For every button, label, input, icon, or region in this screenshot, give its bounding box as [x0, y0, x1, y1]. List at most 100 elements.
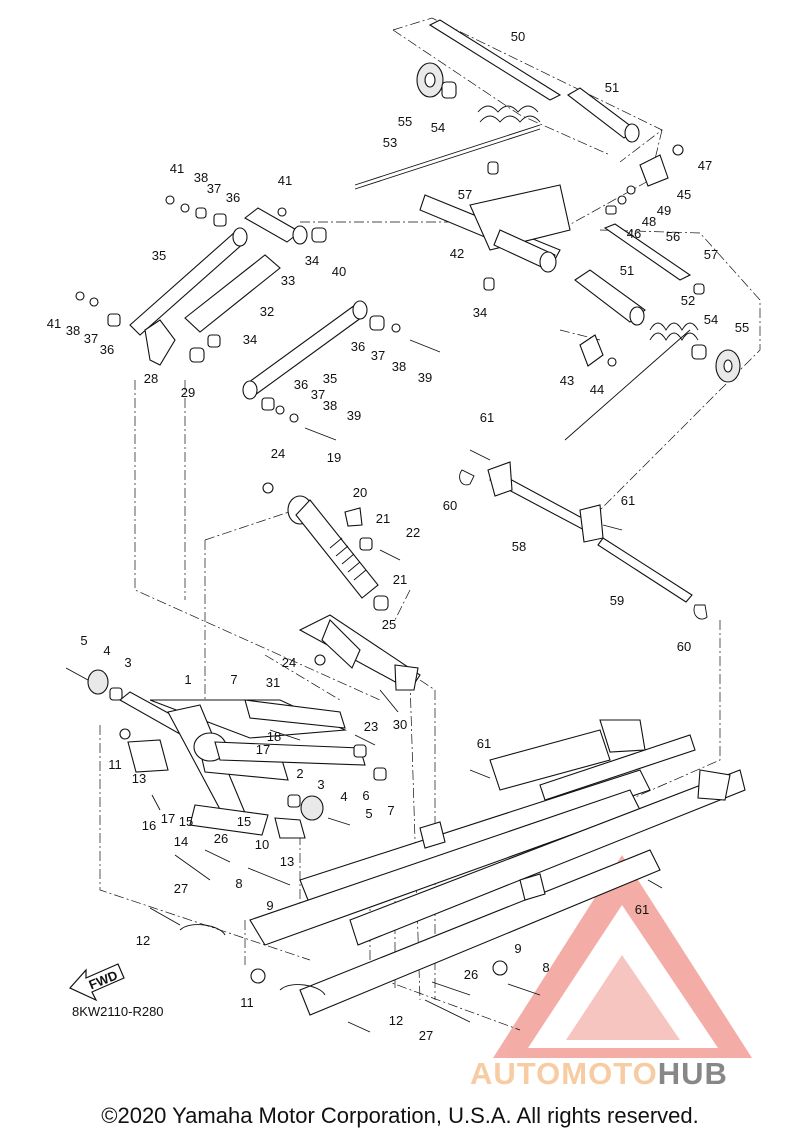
callout-number: 45 — [677, 187, 691, 202]
callout-number: 34 — [305, 253, 319, 268]
callout-number: 13 — [280, 854, 294, 869]
callout-number: 51 — [605, 80, 619, 95]
callout-number: 59 — [610, 593, 624, 608]
callout-number: 56 — [666, 229, 680, 244]
callout-number: 2 — [296, 766, 303, 781]
callout-number: 7 — [387, 803, 394, 818]
callout-number: 28 — [144, 371, 158, 386]
callout-number: 37 — [311, 387, 325, 402]
callout-number: 47 — [698, 158, 712, 173]
callout-number: 41 — [278, 173, 292, 188]
callout-number: 36 — [226, 190, 240, 205]
callout-number: 43 — [560, 373, 574, 388]
callout-number: 54 — [704, 312, 718, 327]
callout-number: 54 — [431, 120, 445, 135]
callout-number: 3 — [317, 777, 324, 792]
callout-number: 44 — [590, 382, 604, 397]
callout-number: 22 — [406, 525, 420, 540]
callout-number: 35 — [323, 371, 337, 386]
callout-number: 41 — [47, 316, 61, 331]
callout-number: 35 — [152, 248, 166, 263]
callout-number: 31 — [266, 675, 280, 690]
callout-number: 61 — [621, 493, 635, 508]
callout-number: 11 — [240, 995, 254, 1010]
watermark-brand-accent: HUB — [657, 1056, 728, 1091]
callout-number: 20 — [353, 485, 367, 500]
shock-bracket — [298, 614, 421, 713]
front-arm — [65, 667, 387, 926]
callout-number: 39 — [418, 370, 432, 385]
callout-number: 4 — [103, 643, 110, 658]
callout-number: 38 — [323, 398, 337, 413]
link-rods — [75, 195, 441, 441]
callout-number: 32 — [260, 304, 274, 319]
callout-number: 38 — [392, 359, 406, 374]
callout-number: 9 — [266, 898, 273, 913]
callout-number: 38 — [194, 170, 208, 185]
callout-number: 49 — [657, 203, 671, 218]
callout-number: 27 — [419, 1028, 433, 1043]
callout-number: 5 — [365, 806, 372, 821]
cross-shafts — [459, 449, 708, 620]
callout-number: 23 — [364, 719, 378, 734]
callout-number: 34 — [473, 305, 487, 320]
callout-number: 48 — [642, 214, 656, 229]
callout-number: 36 — [100, 342, 114, 357]
callout-number: 53 — [383, 135, 397, 150]
callout-number: 55 — [398, 114, 412, 129]
callout-number: 9 — [514, 941, 521, 956]
callout-number: 57 — [704, 247, 718, 262]
callout-number: 17 — [161, 811, 175, 826]
callout-number: 25 — [382, 617, 396, 632]
callout-number: 37 — [207, 181, 221, 196]
callout-number: 7 — [230, 672, 237, 687]
callout-number: 11 — [108, 757, 122, 772]
copyright-notice: ©2020 Yamaha Motor Corporation, U.S.A. A… — [101, 1103, 699, 1128]
watermark-brand-main: AUTOMOTO — [470, 1056, 658, 1091]
callout-number: 38 — [66, 323, 80, 338]
callout-number: 61 — [477, 736, 491, 751]
callout-number: 61 — [635, 902, 649, 917]
slide-rails — [179, 719, 746, 1033]
callout-number: 15 — [179, 814, 193, 829]
drawing-code: 8KW2110-R280 — [72, 1004, 164, 1019]
callout-number: 14 — [174, 834, 188, 849]
watermark-logo — [493, 855, 752, 1058]
callout-number: 21 — [393, 572, 407, 587]
callout-number: 42 — [450, 246, 464, 261]
callout-number: 16 — [142, 818, 156, 833]
callout-number: 37 — [371, 348, 385, 363]
callout-number: 46 — [627, 226, 641, 241]
fwd-label: FWD — [87, 967, 120, 992]
callout-number: 36 — [294, 377, 308, 392]
callout-number: 36 — [351, 339, 365, 354]
callout-number: 52 — [681, 293, 695, 308]
callout-number: 51 — [620, 263, 634, 278]
rear-arm-parts — [354, 19, 741, 441]
callout-number: 26 — [464, 967, 478, 982]
callout-number: 33 — [281, 273, 295, 288]
callout-number: 5 — [80, 633, 87, 648]
callout-number: 60 — [443, 498, 457, 513]
callout-number: 58 — [512, 539, 526, 554]
callout-number: 27 — [174, 881, 188, 896]
callout-number: 6 — [362, 788, 369, 803]
callout-number: 55 — [735, 320, 749, 335]
watermark-brand: AUTOMOTOHUB — [470, 1056, 728, 1092]
callout-number: 17 — [256, 742, 270, 757]
callout-number: 8 — [542, 960, 549, 975]
callout-number: 15 — [237, 814, 251, 829]
fwd-arrow-icon: FWD — [69, 963, 125, 1002]
callout-number: 21 — [376, 511, 390, 526]
callout-number: 12 — [136, 933, 150, 948]
callout-number: 29 — [181, 385, 195, 400]
callout-number: 1 — [184, 672, 191, 687]
callout-number: 12 — [389, 1013, 403, 1028]
callout-number: 40 — [332, 264, 346, 279]
callout-number: 24 — [271, 446, 285, 461]
callout-number: 41 — [170, 161, 184, 176]
callout-number: 24 — [282, 655, 296, 670]
